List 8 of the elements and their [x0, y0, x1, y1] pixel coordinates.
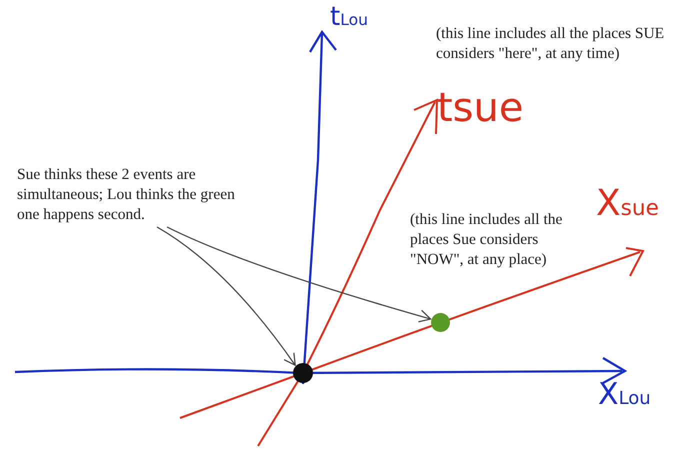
axis-label: tsue [437, 88, 524, 128]
note-text: (this line includes all the places SUE considers "here", at any time) [436, 24, 666, 64]
note-text: Sue thinks these 2 events are simultaneous; Lou thinks the green one happens second. [17, 165, 236, 225]
note-text: (this line includes all the places Sue considers "NOW", at any place) [410, 210, 564, 270]
event-dot [431, 313, 450, 332]
leader-arrow [166, 226, 432, 322]
leader-arrow [156, 226, 296, 366]
event-dot [293, 363, 313, 383]
